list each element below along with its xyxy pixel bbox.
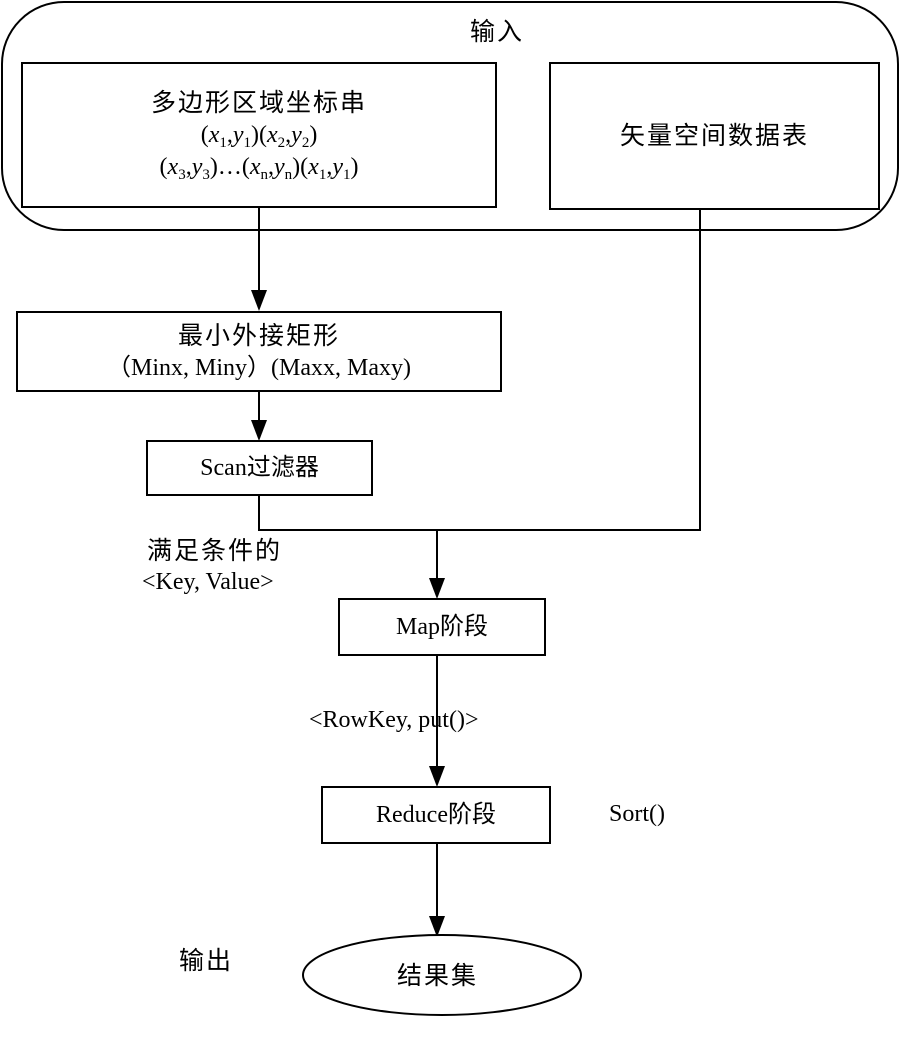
polygon-coordinates-box: 多边形区域坐标串 (x1,y1)(x2,y2) (x3,y3)…(xn,yn)(… <box>21 62 497 208</box>
coord-variable: x <box>167 154 179 180</box>
input-group-frame <box>1 1 899 231</box>
arrowhead-scan <box>251 420 267 441</box>
coord-subscript: 2 <box>301 135 310 151</box>
coord-variable: x <box>249 154 261 180</box>
coord-subscript: 1 <box>219 135 227 151</box>
coord-variable: y <box>332 154 343 180</box>
polygon-coordinates-title: 多边形区域坐标串 <box>150 88 367 117</box>
coord-variable: y <box>191 154 203 180</box>
filter-output-label: 满足条件的 <box>147 536 283 565</box>
output-label: 输出 <box>179 946 234 975</box>
line-scan-to-merge <box>258 495 437 531</box>
reduce-stage-label: Reduce阶段 <box>376 802 496 828</box>
mbr-title: 最小外接矩形 <box>177 320 340 350</box>
coord-variable: y <box>232 122 244 148</box>
scan-filter-label: Scan过滤器 <box>200 455 319 481</box>
input-group-label: 输入 <box>470 17 525 46</box>
result-ellipse-shape <box>302 934 582 1016</box>
coord-subscript: 3 <box>202 167 210 183</box>
map-stage-label: Map阶段 <box>396 614 488 640</box>
coord-variable: x <box>267 122 278 148</box>
sort-label: Sort() <box>609 801 665 827</box>
filter-output-kv: <Key, Value> <box>142 569 274 595</box>
arrowhead-mbr <box>251 290 267 311</box>
coord-subscript: 1 <box>318 167 327 183</box>
coord-subscript: 2 <box>277 135 286 151</box>
arrowhead-map <box>429 578 445 599</box>
coord-variable: y <box>274 154 285 180</box>
reduce-stage-box: Reduce阶段 <box>321 786 551 844</box>
coord-variable: x <box>308 154 319 180</box>
polygon-coordinates-line2: (x3,y3)…(xn,yn)(x1,y1) <box>159 154 359 183</box>
line-table-to-merge <box>437 209 701 531</box>
result-set-label: 结果集 <box>397 961 479 990</box>
vector-data-table-box: 矢量空间数据表 <box>549 62 880 210</box>
mbr-coordinates: （Minx, Miny）(Maxx, Maxy) <box>107 354 411 381</box>
mbr-box: 最小外接矩形 （Minx, Miny）(Maxx, Maxy) <box>16 311 502 392</box>
coord-subscript: 1 <box>243 135 252 151</box>
scan-filter-box: Scan过滤器 <box>146 440 373 496</box>
vector-data-table-label: 矢量空间数据表 <box>619 121 809 150</box>
map-output-label: <RowKey, put()> <box>309 707 479 733</box>
polygon-coordinates-line1: (x1,y1)(x2,y2) <box>200 122 318 151</box>
arrowhead-result <box>429 916 445 937</box>
coord-subscript: 3 <box>178 167 186 183</box>
coord-subscript: n <box>260 167 269 183</box>
coord-subscript: n <box>284 167 293 183</box>
coord-subscript: 1 <box>342 167 351 183</box>
map-stage-box: Map阶段 <box>338 598 546 656</box>
coord-variable: x <box>208 122 220 148</box>
coord-variable: y <box>291 122 302 148</box>
arrowhead-reduce <box>429 766 445 787</box>
